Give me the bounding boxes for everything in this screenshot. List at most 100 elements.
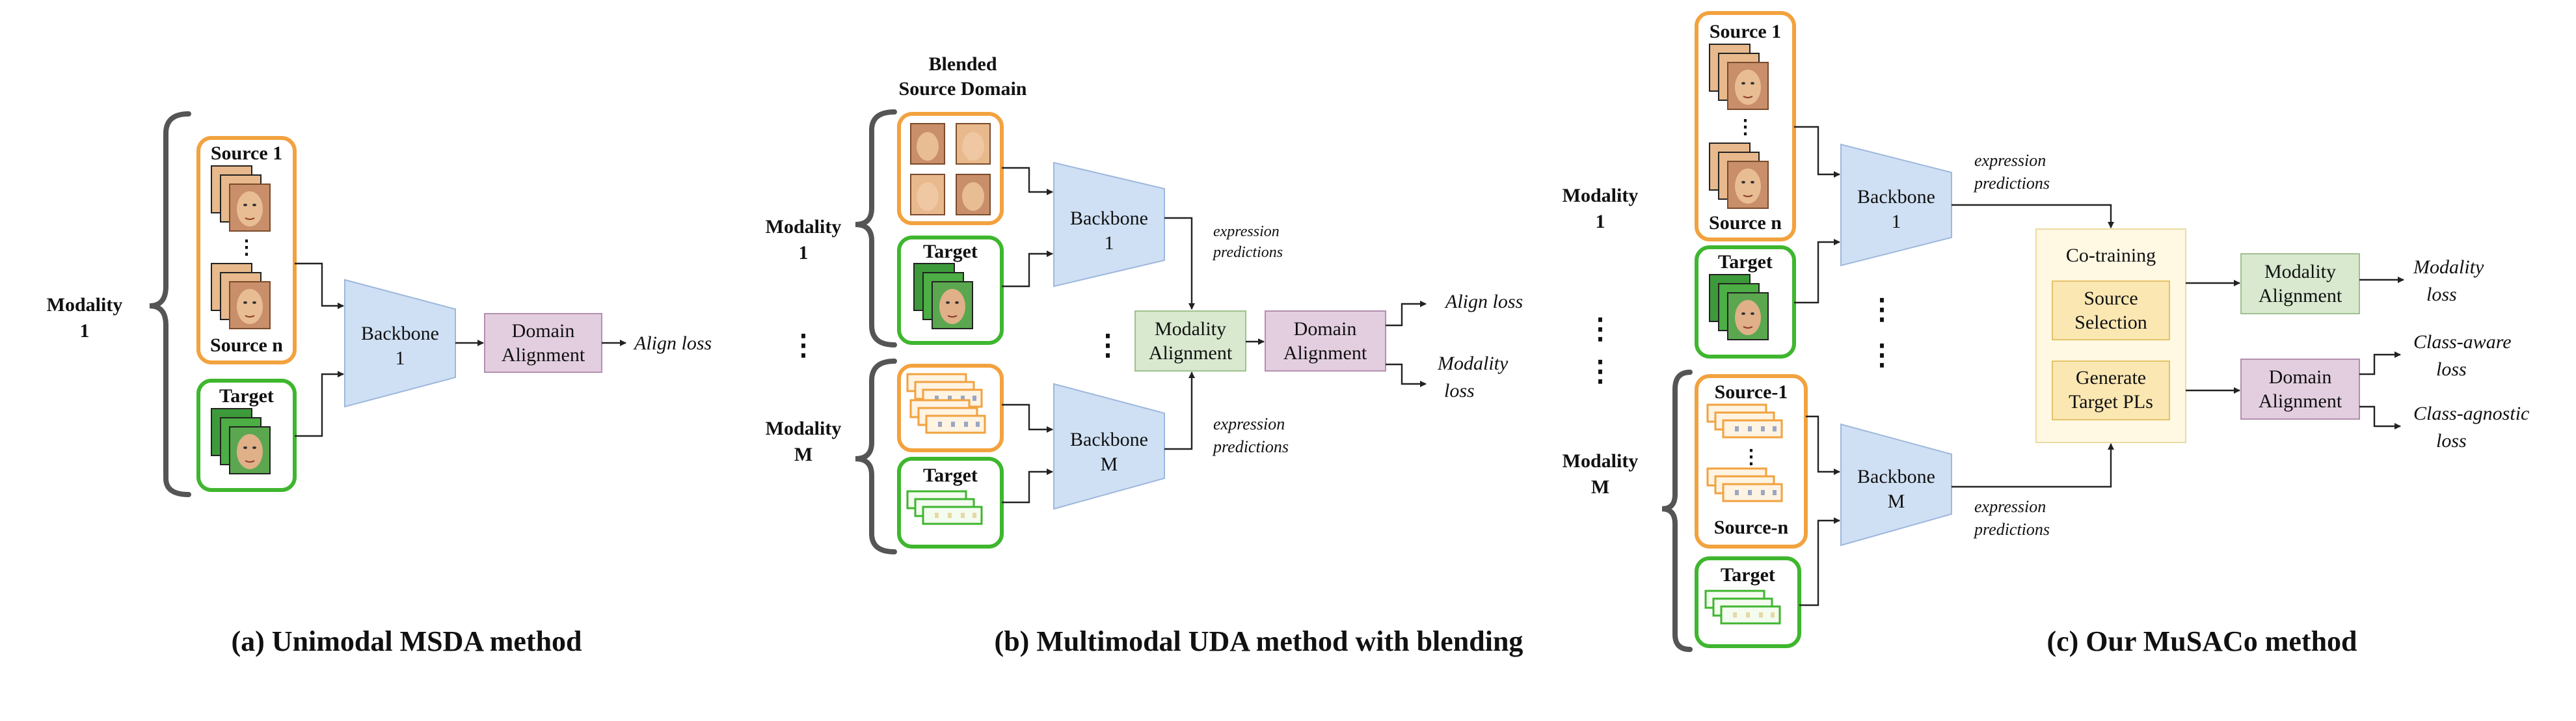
backbone-m-label-line2: M xyxy=(1101,454,1118,475)
signal-source-box xyxy=(897,364,1004,452)
target-1-to-backbone-1-arrow xyxy=(1794,239,1840,304)
vertical-dots-b2: ⋮ xyxy=(1093,329,1122,361)
source-face-stack-icon-2 xyxy=(211,263,271,329)
domain-to-class-agnostic-arrow xyxy=(2359,405,2401,429)
domain-alignment-line1: Domain xyxy=(1294,318,1357,340)
blended-to-backbone-1-arrow xyxy=(1002,167,1053,195)
blended-title-line1: Blended xyxy=(928,53,997,75)
vertical-dots-c3: ⋮ xyxy=(1868,293,1896,325)
blended-title-line2: Source Domain xyxy=(899,78,1027,100)
expr-top-line1: expression xyxy=(1974,151,2046,170)
caption-b: (b) Multimodal UDA method with blending xyxy=(995,625,1523,657)
backbone-m-shape xyxy=(1840,423,1952,547)
expr-bottom-line1: expression xyxy=(1213,415,1285,433)
backbone-1-label-line2: 1 xyxy=(1892,211,1901,232)
backbone-1-label-line2: 1 xyxy=(1105,232,1114,254)
expr-top-line2: predictions xyxy=(1212,244,1283,261)
modality-alignment-line1: Modality xyxy=(1155,318,1226,340)
modality-m-label-line2: M xyxy=(1591,476,1609,498)
modality-alignment-box xyxy=(2240,253,2360,314)
backbone-label-line2: 1 xyxy=(396,347,405,369)
modality-1-label-line2: 1 xyxy=(799,242,809,264)
modality-label-line1: Modality xyxy=(47,294,123,316)
target-1-to-backbone-1-arrow xyxy=(1002,251,1053,288)
modality-1-brace-icon xyxy=(855,109,897,347)
modality-loss-line2: loss xyxy=(2426,284,2457,305)
backbone-1-shape xyxy=(344,279,456,408)
source-last-label: Source n xyxy=(1709,212,1782,234)
modality-1-label-line1: Modality xyxy=(1563,185,1639,206)
target-label-modality-1: Target xyxy=(923,241,978,262)
modality-label-line2: 1 xyxy=(80,320,90,342)
source-selection-line2: Selection xyxy=(2074,312,2147,333)
backbone-1-label-line1: Backbone xyxy=(1857,186,1935,208)
source-1-to-backbone-1-arrow xyxy=(1794,126,1840,178)
domain-to-modality-loss-arrow xyxy=(1386,363,1427,387)
backbone-m-to-modality-arrow xyxy=(1164,372,1195,450)
backbone-1-label-line1: Backbone xyxy=(1070,208,1148,229)
source-box-modality-m xyxy=(1695,374,1808,549)
align-loss-label: Align loss xyxy=(633,333,712,354)
modality-m-label-line1: Modality xyxy=(1563,450,1639,472)
generate-pls-box xyxy=(2052,360,2170,420)
backbone-1-to-modality-arrow xyxy=(1164,217,1195,310)
modality-loss-line1: Modality xyxy=(1437,353,1509,374)
target-m-to-backbone-m-arrow xyxy=(1799,517,1840,606)
panel-a: Modality 1 Source 1 ⋮ Source n Target Ba… xyxy=(47,111,712,657)
domain-alignment-line1: Domain xyxy=(2269,366,2332,388)
source-to-backbone-arrow xyxy=(295,262,344,309)
source-box xyxy=(196,136,297,364)
target-box-modality-m xyxy=(1695,556,1801,648)
modality-loss-line2: loss xyxy=(1444,380,1475,401)
expr-bottom-line2: predictions xyxy=(1212,437,1289,456)
expr-bottom-line1: expression xyxy=(1974,497,2046,516)
target-face-stack-icon xyxy=(211,408,271,474)
generate-pls-line1: Generate xyxy=(2076,367,2146,388)
class-agnostic-line1: Class-agnostic xyxy=(2413,403,2529,424)
ellipsis-dots-m: ⋮ xyxy=(1741,446,1761,468)
vertical-dots-b: ⋮ xyxy=(789,329,818,361)
modality-m-label-line1: Modality xyxy=(766,418,842,439)
target-face-stack-icon xyxy=(1709,274,1769,340)
modality-loss-line1: Modality xyxy=(2413,256,2484,278)
modality-m-brace-icon xyxy=(855,359,897,554)
signal-to-backbone-m-arrow xyxy=(1002,403,1053,433)
source-first-label: Source 1 xyxy=(1710,21,1781,42)
backbone-m-to-cotraining-arrow xyxy=(1952,443,2114,488)
domain-alignment-line2: Alignment xyxy=(502,344,585,366)
target-box-modality-1 xyxy=(897,236,1004,345)
class-aware-line2: loss xyxy=(2436,359,2467,380)
target-label: Target xyxy=(219,385,274,407)
domain-alignment-box xyxy=(2240,359,2360,420)
ellipsis-dots: ⋮ xyxy=(1736,116,1755,138)
backbone-1-shape xyxy=(1840,143,1952,267)
source-signal-stack-icon-2 xyxy=(1706,467,1783,502)
backbone-1-shape xyxy=(1053,161,1165,288)
domain-alignment-line2: Alignment xyxy=(1283,342,1367,364)
domain-to-class-aware-arrow xyxy=(2359,351,2401,375)
domain-to-align-loss-arrow xyxy=(1386,301,1427,327)
panel-b: Blended Source Domain Modality 1 ⋮ Modal… xyxy=(766,53,1523,657)
modality-alignment-line1: Modality xyxy=(2264,261,2336,282)
expr-top-line2: predictions xyxy=(1973,174,2050,193)
caption-c: (c) Our MuSACo method xyxy=(2046,625,2357,657)
vertical-dots-c2: ⋮ xyxy=(1586,355,1615,387)
blended-face-grid-icon xyxy=(910,123,991,215)
target-label-modality-1: Target xyxy=(1718,251,1773,273)
domain-alignment-line2: Alignment xyxy=(2259,390,2342,412)
caption-a: (a) Unimodal MSDA method xyxy=(231,625,582,657)
expr-top-line1: expression xyxy=(1213,223,1280,240)
source-first-label: Source 1 xyxy=(211,143,282,164)
source-m-last-label: Source-n xyxy=(1714,517,1789,538)
source-last-label: Source n xyxy=(210,334,283,356)
backbone-m-label-line2: M xyxy=(1888,491,1905,512)
target-face-stack-icon xyxy=(913,263,973,329)
modality-1-label-line2: 1 xyxy=(1596,211,1605,232)
source-face-stack-icon xyxy=(1709,44,1769,110)
vertical-dots-c: ⋮ xyxy=(1586,313,1615,345)
ellipsis-dots: ⋮ xyxy=(237,237,256,258)
target-to-backbone-arrow xyxy=(295,371,344,437)
cotraining-title: Co-training xyxy=(2066,245,2156,266)
source-m-to-backbone-m-arrow xyxy=(1806,415,1840,475)
